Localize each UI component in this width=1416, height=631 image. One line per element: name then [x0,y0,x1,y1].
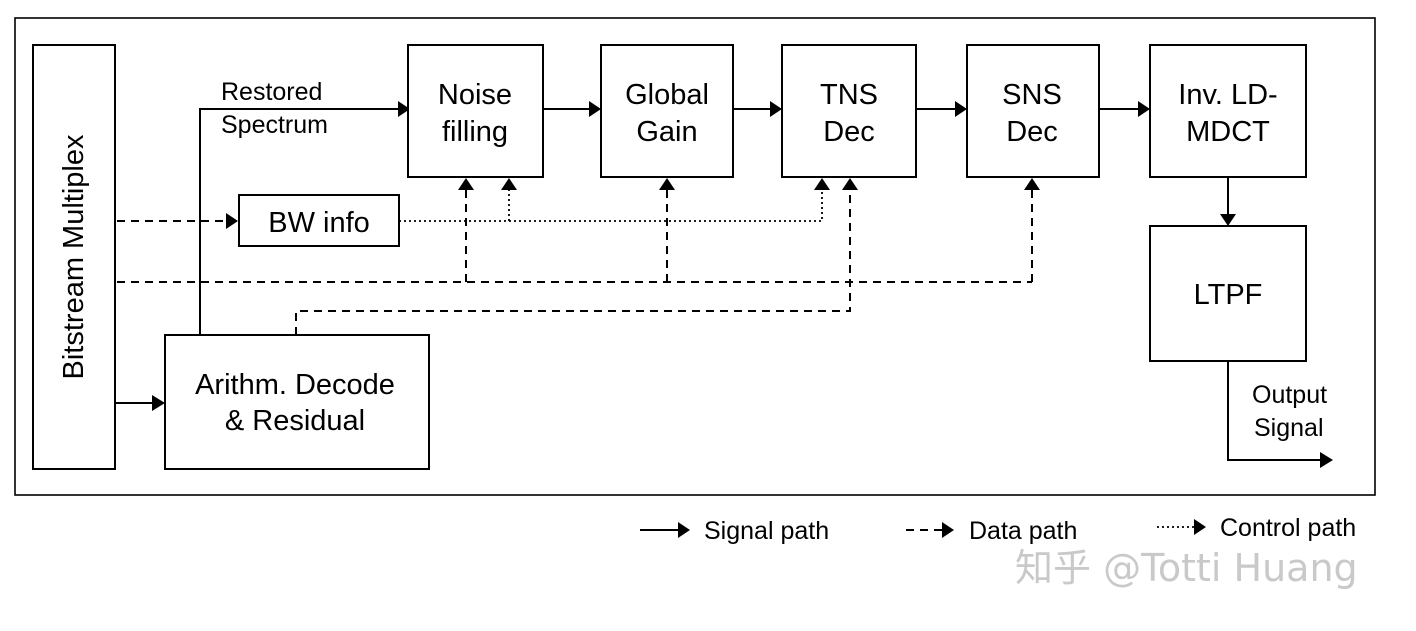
tns-dec-block: TNS Dec [781,44,917,178]
arrowhead [1194,519,1206,535]
arrowhead [1138,101,1150,117]
arrowhead [955,101,967,117]
tns-dec-label-line1: TNS [820,79,878,111]
arrowhead [589,101,601,117]
arrowhead [1220,214,1236,226]
arith-decode-block: Arithm. Decode & Residual [164,334,430,470]
bw-info-block: BW info [238,194,400,247]
sns-dec-block: SNS Dec [966,44,1100,178]
output-signal-path [1227,361,1320,461]
arrowhead [659,178,675,190]
legend-control-path: Control path [1157,514,1356,542]
bitstream-multiplex-block: Bitstream Multiplex [32,44,116,470]
ltpf-label: LTPF [1194,279,1263,311]
legend: Signal path Data path Control path [640,514,1356,545]
inv-ld-mdct-label-line1: Inv. LD- [1178,79,1277,111]
arrowhead [226,213,238,229]
arrowhead [152,395,165,411]
noise-filling-label-line1: Noise [438,79,512,111]
legend-data-path: Data path [906,517,1077,545]
control-path-bw-tns [399,190,823,222]
legend-data-label: Data path [969,517,1077,545]
restored-spectrum-label-line1: Restored [221,78,322,106]
data-path-arith-tns [295,190,851,335]
noise-filling-block: Noise filling [407,44,544,178]
legend-signal-path: Signal path [640,517,829,545]
bitstream-label: Bitstream Multiplex [58,134,90,379]
diagram-frame [14,17,1376,496]
sns-dec-label-line1: SNS [1002,79,1062,111]
arrowhead [501,178,517,190]
arrowhead [814,178,830,190]
tns-dec-label-line2: Dec [823,116,875,148]
global-gain-label-line1: Global [625,79,709,111]
arith-decode-label-line1: Arithm. Decode [195,369,395,401]
arrowhead [770,101,782,117]
arrowhead [678,522,690,538]
arrowhead [398,101,410,117]
legend-control-label: Control path [1220,514,1356,542]
legend-signal-label: Signal path [704,517,829,545]
arrowhead [458,178,474,190]
sns-dec-label-line2: Dec [1006,116,1058,148]
arith-decode-label-line2: & Residual [225,405,365,437]
inv-ld-mdct-block: Inv. LD- MDCT [1149,44,1307,178]
restored-spectrum-path [199,108,398,335]
noise-filling-label-line2: filling [442,116,508,148]
arrowhead [942,522,954,538]
arrowhead [1320,452,1333,468]
arrowhead [842,178,858,190]
inv-ld-mdct-label-line2: MDCT [1186,116,1270,148]
output-signal-label-line1: Output [1252,381,1327,409]
restored-spectrum-label-line2: Spectrum [221,111,328,139]
output-signal-label-line2: Signal [1254,414,1324,442]
watermark: 知乎 @Totti Huang [1015,546,1358,590]
ltpf-block: LTPF [1149,225,1307,362]
bw-info-label: BW info [268,207,370,239]
global-gain-label-line2: Gain [636,116,697,148]
arrowhead [1024,178,1040,190]
global-gain-block: Global Gain [600,44,734,178]
